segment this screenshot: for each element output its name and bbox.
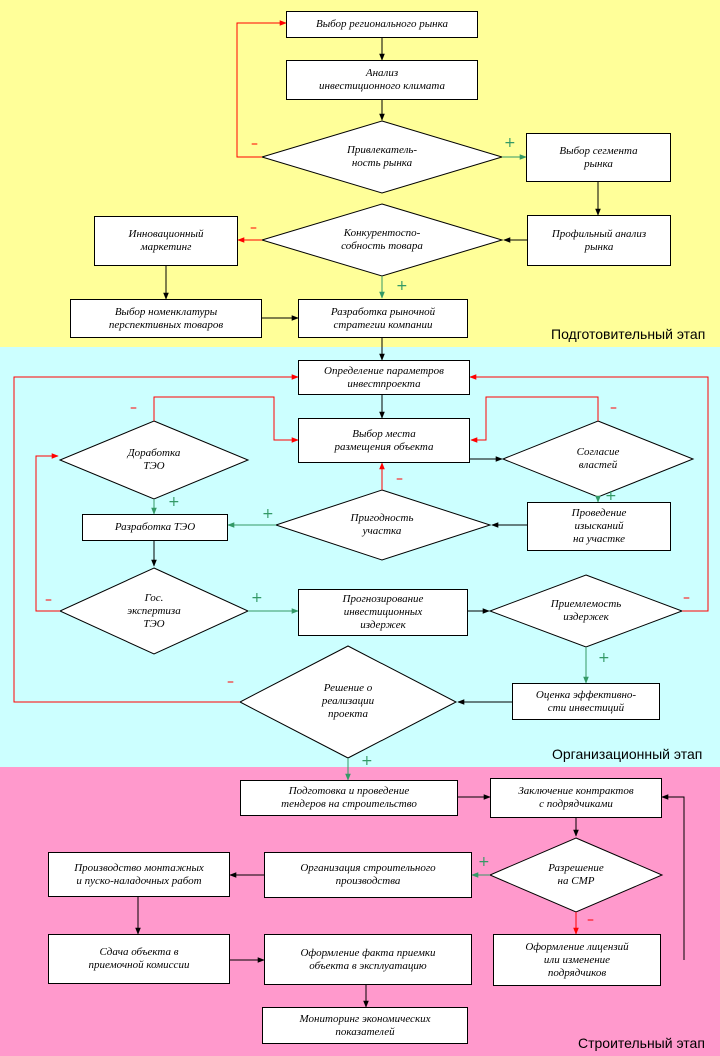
- box-contracts: Заключение контрактов с подрядчиками: [490, 778, 662, 818]
- box-efficiency-evaluation: Оценка эффективно- сти инвестиций: [512, 683, 660, 720]
- plus-sign: +: [478, 854, 490, 870]
- minus-sign: –: [683, 590, 690, 606]
- decision-site-suitability: Пригодность участка: [350, 512, 414, 537]
- plus-sign: +: [361, 753, 373, 769]
- box-profile-analysis: Профильный анализ рынка: [527, 215, 671, 266]
- box-construction-organization: Организация строительного производства: [264, 852, 472, 898]
- minus-sign: –: [251, 136, 258, 152]
- diamond-attractiveness: [260, 120, 504, 194]
- box-segment-selection: Выбор сегмента рынка: [526, 133, 671, 182]
- decision-attractiveness: Привлекатель- ность рынка: [346, 144, 418, 169]
- decision-smr-permit: Разрешение на СМР: [548, 862, 604, 887]
- box-market-strategy: Разработка рыночной стратегии компании: [298, 299, 468, 338]
- box-regional-market: Выбор регионального рынка: [286, 11, 478, 38]
- box-surveys: Проведение изысканий на участке: [527, 502, 671, 551]
- box-project-params: Определение параметров инвестпроекта: [298, 360, 470, 395]
- box-tenders: Подготовка и проведение тендеров на стро…: [240, 780, 458, 816]
- minus-sign: –: [130, 400, 137, 416]
- construction-stage-label: Строительный этап: [578, 1035, 705, 1051]
- decision-cost-acceptability: Приемлемость издержек: [550, 598, 622, 623]
- minus-sign: –: [250, 220, 257, 236]
- decision-teo-rework: Доработка ТЭО: [127, 447, 181, 472]
- box-installation-works: Производство монтажных и пуско-наладочны…: [48, 852, 230, 897]
- decision-state-expertise: Гос. экспертиза ТЭО: [127, 591, 181, 630]
- minus-sign: –: [227, 674, 234, 690]
- box-handover: Сдача объекта в приемочной комиссии: [48, 934, 230, 984]
- box-monitoring: Мониторинг экономических показателей: [262, 1007, 468, 1044]
- minus-sign: –: [610, 400, 617, 416]
- box-cost-forecast: Прогнозирование инвестиционных издержек: [298, 589, 468, 636]
- box-investment-climate: Анализ инвестиционного климата: [286, 60, 478, 100]
- box-site-selection: Выбор места размещения объекта: [298, 418, 470, 463]
- preparatory-stage-label: Подготовительный этап: [551, 326, 706, 342]
- minus-sign: –: [587, 912, 594, 928]
- box-nomenclature: Выбор номенклатуры перспективных товаров: [70, 299, 262, 338]
- box-licenses: Оформление лицензий или изменение подряд…: [493, 934, 661, 986]
- plus-sign: +: [251, 590, 263, 606]
- diamond-site-suitability: [274, 489, 492, 561]
- plus-sign: +: [598, 650, 610, 666]
- decision-authorities: Согласие властей: [576, 446, 620, 471]
- plus-sign: +: [605, 488, 617, 504]
- box-innovation-marketing: Инновационный маркетинг: [94, 216, 238, 266]
- plus-sign: +: [262, 506, 274, 522]
- plus-sign: +: [396, 278, 408, 294]
- minus-sign: –: [396, 471, 403, 487]
- plus-sign: +: [168, 494, 180, 510]
- decision-competitiveness: Конкурентоспо- собность товара: [341, 227, 423, 252]
- organizational-stage-label: Организационный этап: [552, 746, 703, 762]
- box-teo-development: Разработка ТЭО: [82, 514, 228, 541]
- box-acceptance: Оформление факта приемки объекта в экспл…: [264, 934, 472, 985]
- diamond-state-expertise: [58, 567, 250, 655]
- decision-implementation: Решение о реализации проекта: [321, 681, 375, 720]
- minus-sign: –: [45, 592, 52, 608]
- plus-sign: +: [504, 135, 516, 151]
